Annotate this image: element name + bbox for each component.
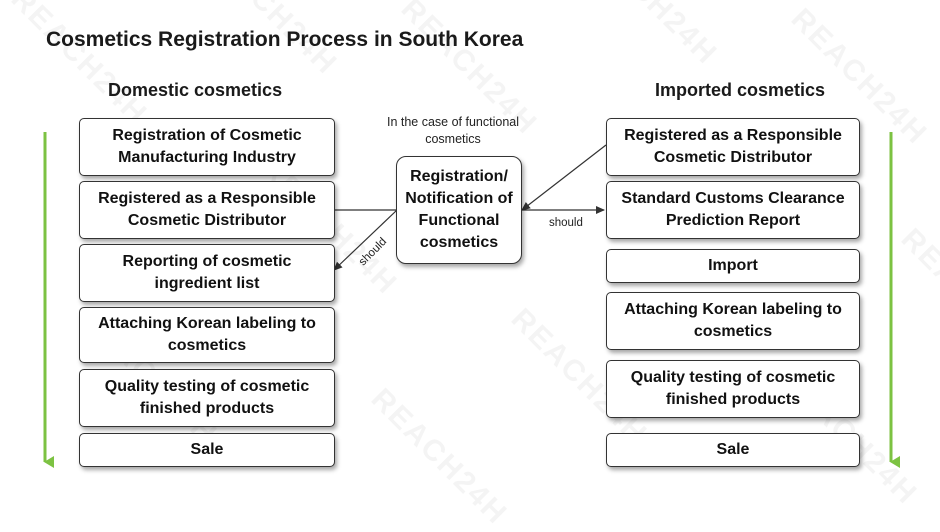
domestic-step-sale: Sale	[79, 433, 335, 467]
page-title: Cosmetics Registration Process in South …	[46, 28, 524, 51]
imported-step-customs-report: Standard Customs Clearance Prediction Re…	[606, 181, 860, 239]
imported-heading: Imported cosmetics	[655, 80, 826, 100]
imported-step-korean-labeling: Attaching Korean labeling to cosmetics	[606, 292, 860, 350]
imported-step-import: Import	[606, 249, 860, 283]
domestic-step-ingredient-report: Reporting of cosmetic ingredient list	[79, 244, 335, 302]
arrow-distributor-to-functional	[521, 144, 607, 211]
should-label-right: should	[549, 217, 583, 229]
functional-note: In the case of functional cosmetics	[386, 115, 520, 146]
domestic-step-korean-labeling: Attaching Korean labeling to cosmetics	[79, 307, 335, 363]
domestic-step-quality-testing: Quality testing of cosmetic finished pro…	[79, 369, 335, 427]
domestic-step-manufacturing-registration: Registration of Cosmetic Manufacturing I…	[79, 118, 335, 176]
domestic-step-distributor-registration: Registered as a Responsible Cosmetic Dis…	[79, 181, 335, 239]
imported-step-distributor-registration: Registered as a Responsible Cosmetic Dis…	[606, 118, 860, 176]
domestic-heading: Domestic cosmetics	[108, 80, 283, 100]
arrow-functional-to-reporting	[333, 209, 398, 271]
functional-registration-box: Registration/ Notification of Functional…	[396, 156, 522, 264]
imported-step-sale: Sale	[606, 433, 860, 467]
connector-layer	[43, 132, 900, 468]
imported-step-quality-testing: Quality testing of cosmetic finished pro…	[606, 360, 860, 418]
